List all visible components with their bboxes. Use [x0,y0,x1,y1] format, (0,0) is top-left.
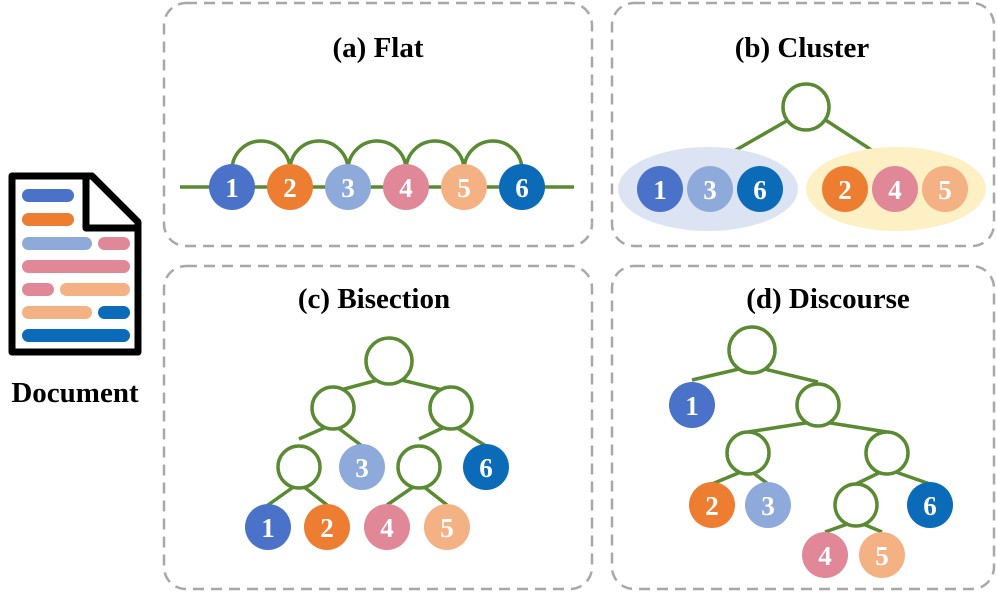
panel-discourse: (d) Discourse 1 2 3 6 4 5 [610,264,996,591]
svg-text:2: 2 [320,513,334,543]
cluster-node-3: 3 [687,166,733,212]
svg-text:6: 6 [515,173,529,203]
panel-flat-title: (a) Flat [333,32,424,64]
svg-text:6: 6 [753,175,767,205]
svg-text:1: 1 [685,391,699,421]
svg-text:5: 5 [875,541,889,571]
cluster-node-5: 5 [922,166,968,212]
panel-bisection-title: (c) Bisection [298,283,450,315]
svg-text:5: 5 [938,175,952,205]
svg-text:5: 5 [457,173,471,203]
svg-text:3: 3 [341,173,355,203]
svg-text:1: 1 [225,173,239,203]
flat-node-5: 5 [441,164,487,210]
discourse-right-node [795,382,841,428]
panel-bisection-border [162,264,594,591]
svg-text:3: 3 [761,491,775,521]
svg-text:4: 4 [818,541,832,571]
svg-text:3: 3 [355,453,369,483]
cluster-root-node [781,82,831,132]
bisection-root-node [364,336,414,386]
bisection-node-3: 3 [339,444,385,490]
bisection-node-5: 5 [424,504,470,550]
cluster-node-6: 6 [737,166,783,212]
panel-discourse-border [610,264,996,591]
panel-cluster: (b) Cluster 1 3 6 2 4 5 [610,1,996,248]
discourse-lower-node [833,482,879,528]
panel-discourse-title: (d) Discourse [746,283,910,315]
svg-text:6: 6 [923,491,937,521]
panel-flat: (a) Flat 1 2 3 4 5 6 [162,1,594,248]
flat-node-1: 1 [209,164,255,210]
bisection-node-6: 6 [463,444,509,490]
flat-arc-4-5 [404,139,466,171]
bisection-left-left-node [276,444,322,490]
discourse-node-5: 5 [859,532,905,578]
flat-arc-2-3 [288,139,350,171]
svg-text:1: 1 [261,513,275,543]
document-label: Document [11,377,139,409]
svg-text:6: 6 [479,453,493,483]
svg-text:2: 2 [705,491,719,521]
svg-text:4: 4 [399,173,413,203]
flat-node-4: 4 [383,164,429,210]
discourse-node-1: 1 [669,382,715,428]
panel-bisection: (c) Bisection 3 6 1 2 4 5 [162,264,594,591]
flat-node-2: 2 [267,164,313,210]
cluster-node-1: 1 [637,166,683,212]
bisection-left-node [310,385,356,431]
flat-node-6: 6 [499,164,545,210]
bisection-node-4: 4 [364,504,410,550]
panel-cluster-border [610,1,996,248]
svg-text:1: 1 [653,175,667,205]
svg-text:2: 2 [283,173,297,203]
flat-arc-5-6 [462,139,524,171]
panel-cluster-title: (b) Cluster [735,32,870,64]
svg-text:4: 4 [888,175,902,205]
svg-text:3: 3 [703,175,717,205]
bisection-node-2: 2 [304,504,350,550]
cluster-node-4: 4 [872,166,918,212]
svg-text:4: 4 [380,513,394,543]
discourse-node-2: 2 [689,482,735,528]
discourse-mid-right-node [864,430,910,476]
bisection-right-node [428,385,474,431]
discourse-node-3: 3 [745,482,791,528]
svg-text:2: 2 [838,175,852,205]
discourse-mid-left-node [725,430,771,476]
flat-arc-1-2 [230,139,292,171]
discourse-root-node [727,325,777,375]
bisection-node-1: 1 [245,504,291,550]
discourse-node-6: 6 [907,482,953,528]
flat-node-3: 3 [325,164,371,210]
document-icon [8,172,142,356]
svg-text:5: 5 [440,513,454,543]
discourse-node-4: 4 [802,532,848,578]
flat-arc-3-4 [346,139,408,171]
cluster-node-2: 2 [822,166,868,212]
bisection-right-left-node [396,444,442,490]
